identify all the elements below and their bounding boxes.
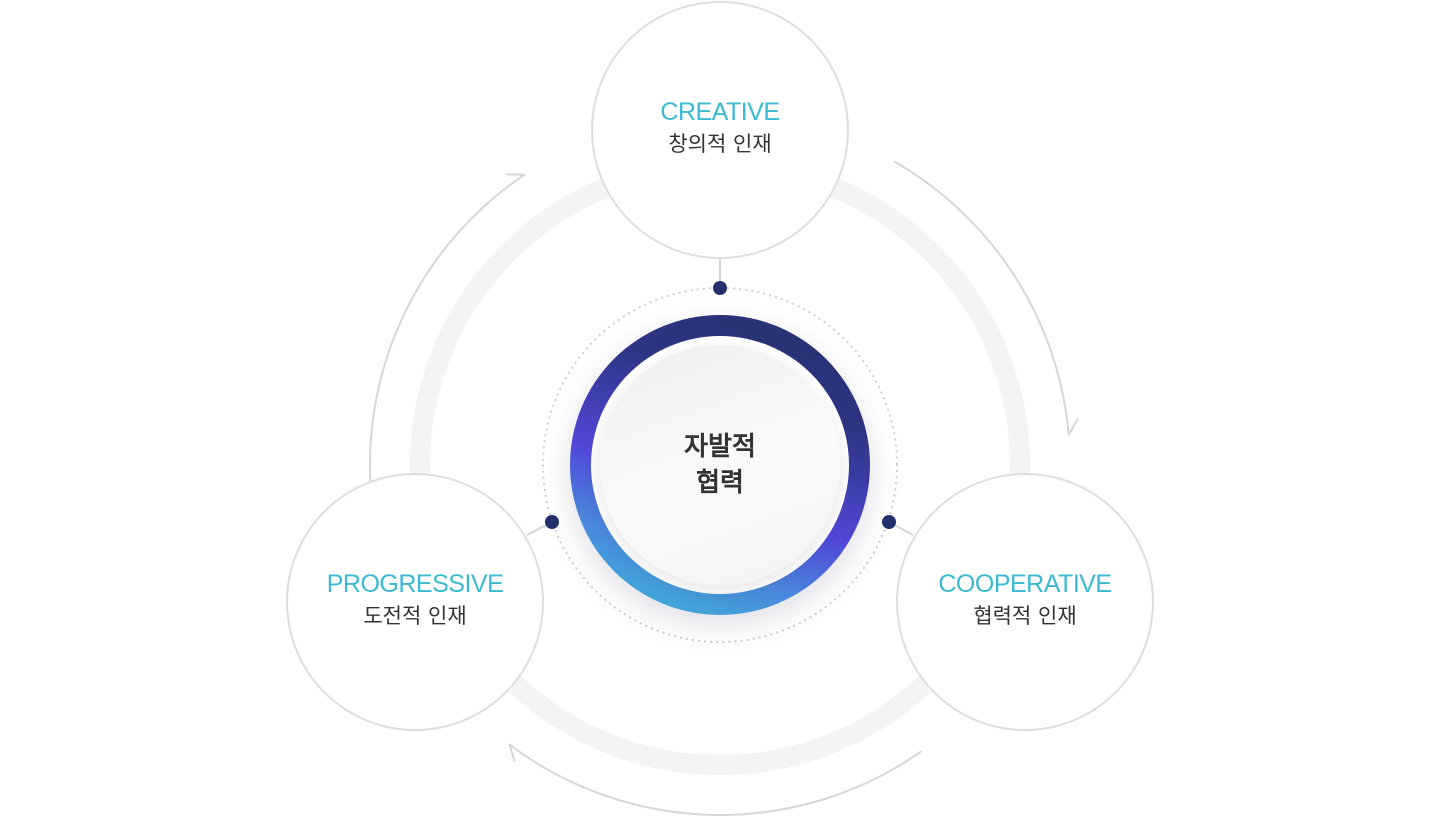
arrow-arc-bottom (508, 743, 922, 816)
core-title-line-2: 협력 (696, 468, 744, 498)
core-circle: 자발적 협력 (600, 345, 840, 585)
node-progressive: PROGRESSIVE 도전적 인재 (286, 473, 544, 731)
node-creative-title: CREATIVE (660, 97, 780, 126)
node-progressive-subtitle: 도전적 인재 (363, 603, 467, 628)
connector-line-progressive (526, 521, 553, 536)
node-progressive-title: PROGRESSIVE (326, 569, 504, 598)
node-cooperative: COOPERATIVE 협력적 인재 (896, 473, 1154, 731)
connector-line-cooperative (888, 521, 914, 536)
dotted-orbit-ring (541, 286, 899, 644)
node-creative-subtitle: 창의적 인재 (668, 131, 772, 156)
arrow-arc-top-right (894, 160, 1070, 436)
arrow-arc-bottom-head-icon (508, 743, 516, 762)
arrow-arc-top-right-head-icon (1067, 418, 1079, 436)
core-title-line-1: 자발적 (684, 431, 756, 462)
node-cooperative-subtitle: 협력적 인재 (973, 603, 1077, 628)
node-cooperative-title: COOPERATIVE (938, 569, 1112, 598)
arrow-arc-left (368, 173, 526, 497)
node-creative: CREATIVE 창의적 인재 (591, 1, 849, 259)
